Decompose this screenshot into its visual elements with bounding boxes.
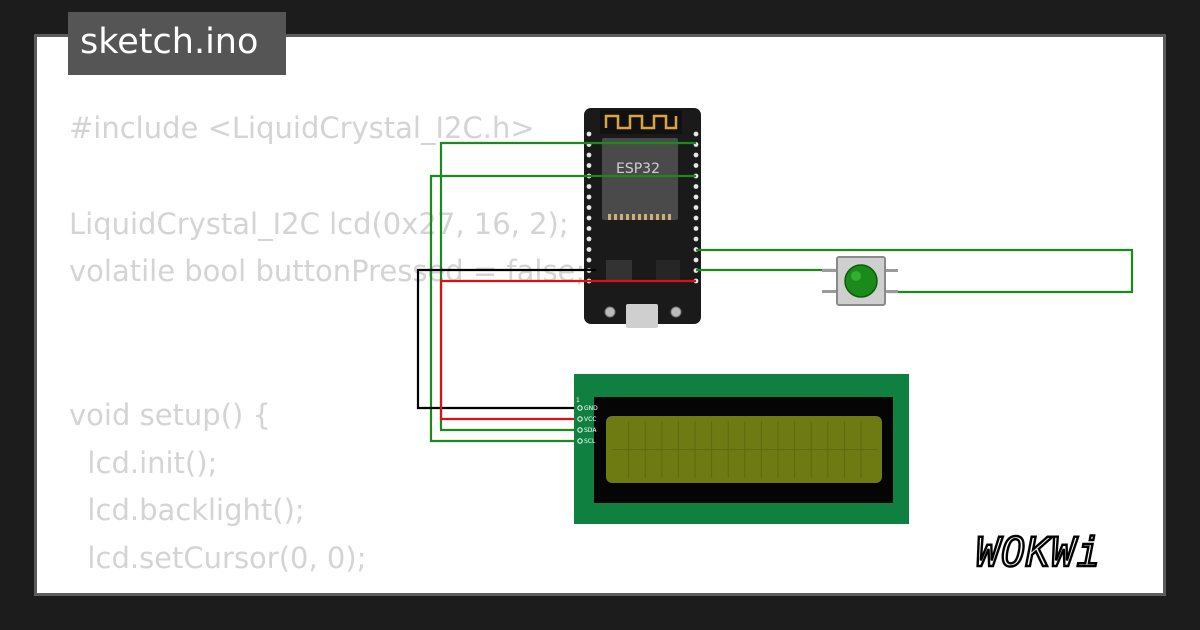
header-pin bbox=[693, 205, 699, 210]
header-pin bbox=[586, 163, 592, 168]
code-line: lcd.backlight(); bbox=[69, 493, 305, 528]
header-pin bbox=[586, 205, 592, 210]
lcd-pin-vcc: VCC bbox=[584, 416, 596, 423]
header-pin bbox=[586, 184, 592, 189]
file-title: sketch.ino bbox=[80, 22, 259, 62]
header-pin bbox=[586, 131, 592, 137]
code-line: LiquidCrystal_I2C lcd(0x27, 16, 2); bbox=[69, 206, 569, 241]
header-pin bbox=[693, 194, 699, 200]
lcd-pin-marker: 1 bbox=[576, 397, 580, 404]
wire-vcc[interactable] bbox=[439, 279, 696, 421]
wire-scl[interactable] bbox=[429, 174, 696, 443]
lcd-display-icon[interactable]: 1 GND VCC SDA SCL bbox=[574, 374, 909, 524]
header-pin bbox=[586, 215, 592, 221]
code-line: lcd.setCursor(0, 0); bbox=[69, 541, 367, 576]
header-pin bbox=[693, 215, 699, 221]
code-editor[interactable]: #include <LiquidCrystal_I2C.h> LiquidCrys… bbox=[69, 105, 586, 593]
wire-gnd[interactable] bbox=[416, 268, 596, 410]
wokwi-logo-icon: WOKWi bbox=[975, 529, 1102, 577]
wires bbox=[416, 141, 1134, 443]
lcd-pin-scl: SCL bbox=[584, 438, 596, 445]
header-pin bbox=[693, 131, 699, 137]
code-line: volatile bool buttonPressed = false; bbox=[69, 254, 586, 289]
header-pin bbox=[586, 226, 592, 231]
esp32-label: ESP32 bbox=[616, 161, 660, 177]
header-pin bbox=[693, 226, 699, 231]
header-pin bbox=[586, 257, 592, 263]
wire-button-1[interactable] bbox=[696, 248, 1134, 294]
lcd-pin-gnd: GND bbox=[584, 405, 598, 412]
header-pin bbox=[693, 163, 699, 168]
lcd-pin-sda: SDA bbox=[584, 427, 597, 434]
code-line: #include <LiquidCrystal_I2C.h> bbox=[69, 111, 535, 145]
header-pin bbox=[586, 194, 592, 200]
header-pin bbox=[586, 236, 592, 242]
header-pin bbox=[693, 184, 699, 189]
push-button-icon[interactable] bbox=[822, 256, 898, 306]
esp32-board-icon[interactable]: ESP32 bbox=[584, 108, 701, 328]
header-pin bbox=[693, 152, 699, 158]
header-pin bbox=[693, 236, 699, 242]
brand-text: WOKWi bbox=[976, 530, 1101, 576]
header-pin bbox=[693, 257, 699, 263]
code-line: void setup() { bbox=[69, 397, 271, 432]
file-title-tab[interactable]: sketch.ino bbox=[68, 12, 286, 75]
code-line: lcd.print("Ready for SG Money"); bbox=[69, 583, 585, 593]
code-line: lcd.init(); bbox=[69, 445, 218, 480]
header-pin bbox=[586, 152, 592, 158]
header-pin bbox=[586, 247, 592, 252]
